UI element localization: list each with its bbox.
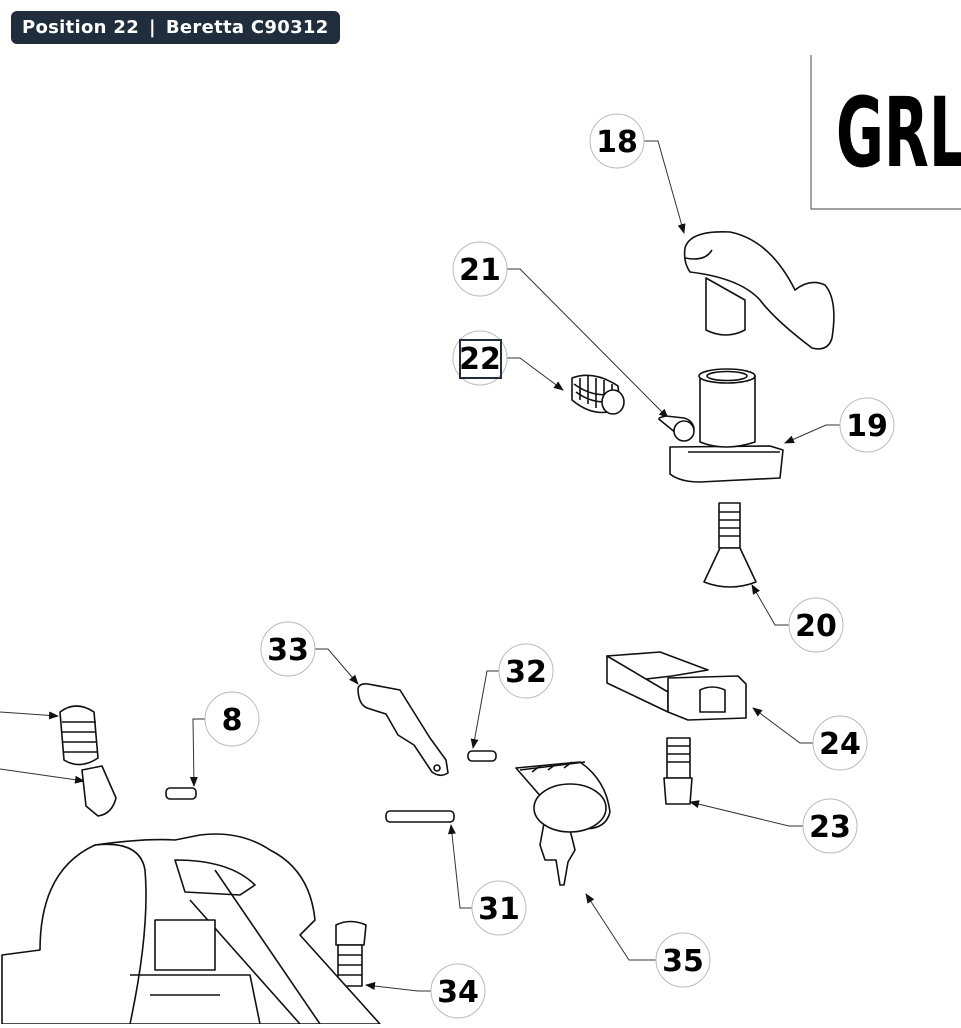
leader-21 — [507, 268, 669, 419]
callout-label: 20 — [795, 609, 837, 644]
leader-33 — [315, 648, 359, 685]
part-32 — [467, 750, 497, 762]
title-text: GRL — [836, 77, 961, 189]
leader-offscreen-a — [0, 711, 59, 720]
part-21 — [658, 415, 695, 442]
part-8 — [165, 787, 197, 800]
part-22-spring — [571, 374, 625, 415]
callout-label: 23 — [809, 810, 851, 845]
leader-offscreen-b — [0, 768, 85, 784]
callout-circle — [452, 330, 508, 386]
callouts: 18 21 22 19 20 33 32 8 24 23 31 35 34 — [204, 113, 895, 1019]
callout-circle — [589, 113, 645, 169]
highlight-box-22 — [459, 339, 502, 379]
part-23 — [663, 737, 693, 805]
callout-circle — [471, 880, 527, 936]
model-label: Beretta C90312 — [165, 17, 329, 38]
part-35 — [515, 761, 611, 886]
leader-18 — [644, 140, 686, 234]
callout-circle — [802, 798, 858, 854]
leader-23 — [689, 800, 803, 827]
callout-23: 23 — [802, 798, 858, 854]
callout-label: 33 — [267, 633, 309, 668]
callout-label: 19 — [846, 409, 888, 444]
leader-31 — [447, 824, 473, 909]
leader-32 — [470, 670, 500, 749]
part-18 — [683, 231, 835, 350]
leader-22 — [506, 357, 564, 391]
callout-18: 18 — [589, 113, 645, 169]
callout-8: 8 — [204, 691, 260, 747]
callout-31: 31 — [471, 880, 527, 936]
leader-20 — [751, 584, 789, 626]
leader-34 — [365, 982, 432, 992]
callout-21: 21 — [452, 241, 508, 297]
callout-circle — [260, 621, 316, 677]
callout-label: 31 — [478, 892, 520, 927]
callout-33: 33 — [260, 621, 316, 677]
part-24 — [606, 651, 747, 721]
callout-circle — [452, 241, 508, 297]
callout-circle — [430, 963, 486, 1019]
callout-label: 18 — [596, 125, 638, 160]
part-34 — [335, 920, 367, 987]
position-label: Position 22 — [22, 17, 140, 38]
leader-8 — [189, 718, 206, 787]
callout-20: 20 — [788, 597, 844, 653]
callout-24: 24 — [812, 715, 868, 771]
callout-label: 24 — [819, 727, 861, 762]
callout-32: 32 — [498, 643, 554, 699]
callout-circle — [839, 397, 895, 453]
callout-34: 34 — [430, 963, 486, 1019]
header-separator: | — [149, 17, 156, 38]
part-left-spring — [59, 705, 117, 817]
parts — [1, 231, 835, 1025]
callout-label: 22 — [459, 342, 501, 377]
callout-circle — [204, 691, 260, 747]
leader-lines — [0, 140, 840, 992]
callout-label: 8 — [222, 703, 243, 738]
callout-label: 34 — [437, 975, 479, 1010]
callout-label: 32 — [505, 655, 547, 690]
callout-circle — [812, 715, 868, 771]
position-header: Position 22 | Beretta C90312 — [11, 11, 340, 44]
callout-35: 35 — [655, 932, 711, 988]
callout-circle — [498, 643, 554, 699]
callout-label: 35 — [662, 944, 704, 979]
callout-22: 22 — [452, 330, 508, 386]
leader-35 — [585, 893, 657, 961]
part-31 — [385, 810, 455, 823]
callout-19: 19 — [839, 397, 895, 453]
callout-circle — [655, 932, 711, 988]
leader-24 — [752, 707, 814, 744]
part-19 — [669, 368, 784, 483]
callout-circle — [788, 597, 844, 653]
part-20 — [703, 502, 757, 588]
leader-19 — [784, 424, 840, 444]
title-box: GRL — [810, 55, 961, 210]
callout-label: 21 — [459, 253, 501, 288]
part-33 — [357, 683, 449, 777]
part-frame — [1, 833, 381, 1025]
